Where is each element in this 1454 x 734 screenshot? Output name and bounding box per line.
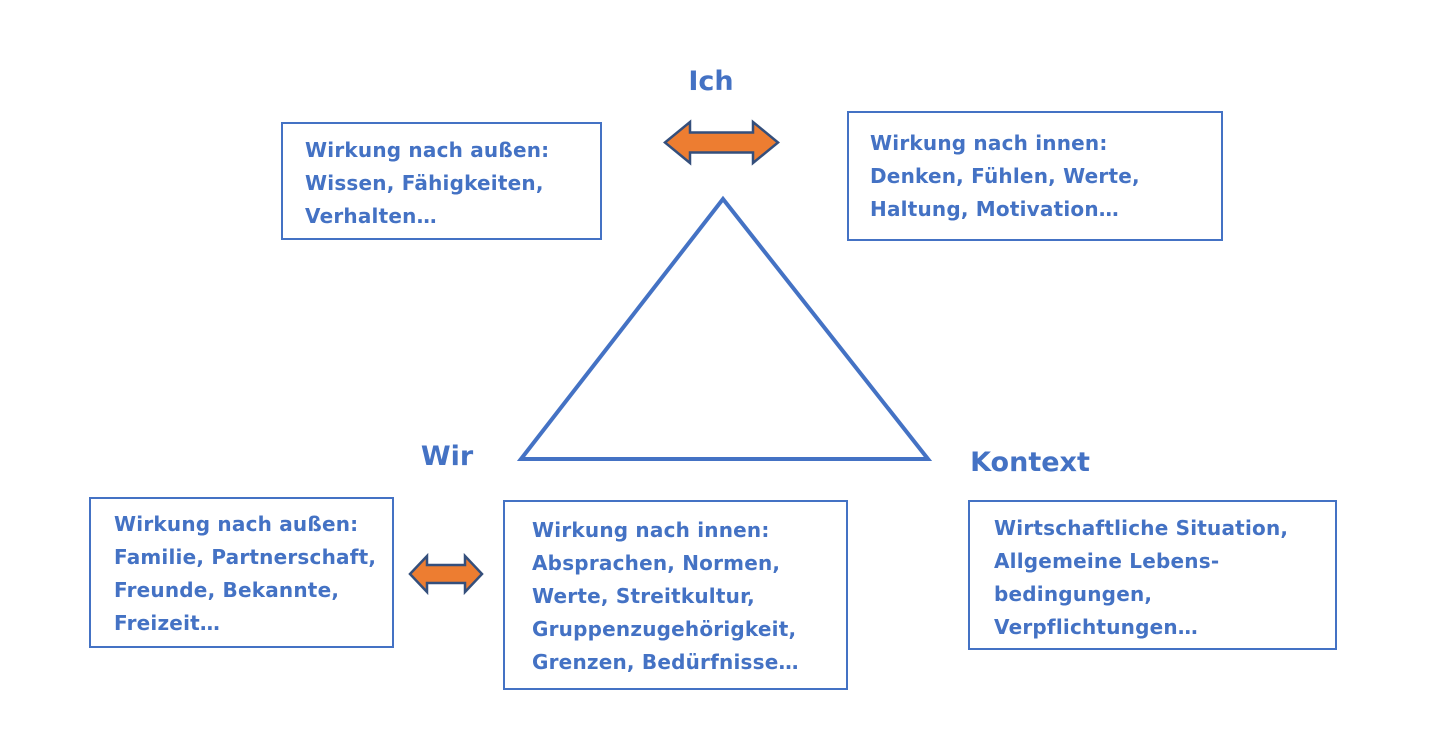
textbox-line: Werte, Streitkultur, (532, 584, 755, 608)
textbox-ich-wirkung-nach-innen: Wirkung nach innen: Denken, Fühlen, Wert… (847, 111, 1223, 241)
textbox-line: Freizeit… (114, 611, 221, 635)
textbox-wir-wirkung-nach-aussen: Wirkung nach außen: Familie, Partnerscha… (89, 497, 394, 648)
textbox-ich-wirkung-nach-aussen: Wirkung nach außen: Wissen, Fähigkeiten,… (281, 122, 602, 240)
textbox-line: Denken, Fühlen, Werte, (870, 164, 1140, 188)
textbox-line: Familie, Partnerschaft, (114, 545, 377, 569)
textbox-line: Verpflichtungen… (994, 615, 1198, 639)
textbox-line: Freunde, Bekannte, (114, 578, 340, 602)
textbox-kontext: Wirtschaftliche Situation, Allgemeine Le… (968, 500, 1337, 650)
textbox-line: Grenzen, Bedürfnisse… (532, 650, 799, 674)
textbox-line: Wirkung nach außen: (114, 512, 359, 536)
wir-double-arrow-icon (408, 552, 484, 596)
vertex-label-ich: Ich (688, 66, 734, 97)
textbox-line: Verhalten… (305, 204, 437, 228)
textbox-line: bedingungen, (994, 582, 1153, 606)
textbox-line: Allgemeine Lebens- (994, 549, 1220, 573)
vertex-label-wir: Wir (420, 441, 474, 472)
textbox-line: Wirkung nach innen: (532, 518, 770, 542)
vertex-label-kontext: Kontext (970, 447, 1090, 478)
textbox-line: Absprachen, Normen, (532, 551, 781, 575)
textbox-line: Wirkung nach außen: (305, 138, 550, 162)
textbox-line: Haltung, Motivation… (870, 197, 1119, 221)
triangle-shape (516, 195, 933, 461)
ich-double-arrow-icon (663, 119, 780, 166)
textbox-line: Gruppenzugehörigkeit, (532, 617, 797, 641)
textbox-wir-wirkung-nach-innen: Wirkung nach innen: Absprachen, Normen, … (503, 500, 848, 690)
textbox-line: Wirtschaftliche Situation, (994, 516, 1289, 540)
textbox-line: Wissen, Fähigkeiten, (305, 171, 544, 195)
textbox-line: Wirkung nach innen: (870, 131, 1108, 155)
